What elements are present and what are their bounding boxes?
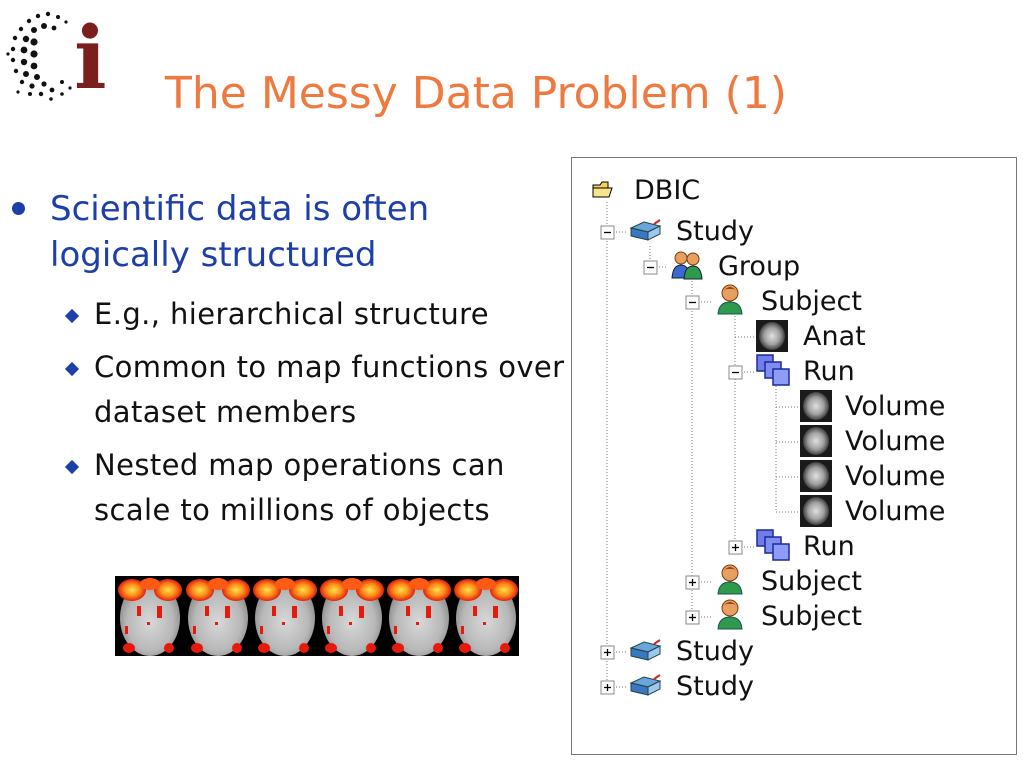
book-icon — [630, 639, 661, 661]
slide-title: The Messy Data Problem (1) — [165, 68, 787, 119]
person-icon — [717, 564, 743, 595]
bullet-main: Scientific data is often logically struc… — [10, 186, 570, 278]
tree-node-group[interactable]: Group — [718, 251, 801, 282]
expand-icon[interactable] — [728, 540, 743, 555]
tree-node-volume[interactable]: Volume — [845, 426, 946, 457]
bullet-list: Scientific data is often logically struc… — [10, 186, 570, 533]
brain-scan-strip-icon — [118, 578, 518, 656]
diamond-bullet-icon — [64, 361, 80, 377]
sub-bullet: Common to map functions over dataset mem… — [10, 345, 570, 435]
brain-scan-icon — [800, 425, 832, 457]
tree-node-study[interactable]: Study — [676, 636, 754, 667]
folder-icon — [592, 181, 613, 198]
brain-scan-icon — [800, 495, 832, 527]
sub-bullet-text: E.g., hierarchical structure — [94, 297, 490, 331]
tree-node-subject[interactable]: Subject — [761, 286, 862, 317]
tree-node-anat[interactable]: Anat — [803, 321, 866, 352]
tree-node-study[interactable]: Study — [676, 671, 754, 702]
tree-node-subject[interactable]: Subject — [761, 566, 862, 597]
institute-logo: i — [4, 4, 122, 104]
person-icon — [717, 284, 743, 315]
person-icon — [717, 599, 743, 630]
sub-bullet-text: Common to map functions over dataset mem… — [94, 350, 565, 429]
bullet-main-text: Scientific data is often logically struc… — [50, 189, 430, 275]
diamond-bullet-icon — [64, 459, 80, 475]
tree-node-study[interactable]: Study — [676, 216, 754, 247]
sub-bullet: Nested map operations can scale to milli… — [10, 443, 570, 533]
tree-node-volume[interactable]: Volume — [845, 496, 946, 527]
stack-icon — [756, 529, 790, 561]
expand-icon[interactable] — [600, 680, 615, 695]
sub-bullet: E.g., hierarchical structure — [10, 292, 570, 337]
expand-icon[interactable] — [685, 575, 700, 590]
diamond-bullet-icon — [64, 308, 80, 324]
brain-scan-icon — [800, 390, 832, 422]
bullet-dot-icon — [12, 202, 25, 215]
tree-connectors — [592, 181, 832, 696]
expand-icon[interactable] — [685, 610, 700, 625]
logo-letter: i — [74, 8, 107, 109]
collapse-icon[interactable] — [728, 365, 743, 380]
brain-scan-icon — [756, 320, 788, 352]
book-icon — [630, 219, 661, 241]
tree-node-run[interactable]: Run — [803, 531, 855, 562]
tree-node-subject[interactable]: Subject — [761, 601, 862, 632]
collapse-icon[interactable] — [685, 295, 700, 310]
dots-logo-icon — [6, 11, 72, 101]
stack-icon — [756, 354, 790, 386]
collapse-icon[interactable] — [600, 225, 615, 240]
brain-scan-icon — [800, 460, 832, 492]
tree-node-volume[interactable]: Volume — [845, 391, 946, 422]
book-icon — [630, 674, 661, 696]
sub-bullet-text: Nested map operations can scale to milli… — [94, 448, 505, 527]
tree-node-run[interactable]: Run — [803, 356, 855, 387]
tree-node-dbic[interactable]: DBIC — [634, 175, 701, 206]
expand-icon[interactable] — [600, 645, 615, 660]
collapse-icon[interactable] — [643, 260, 658, 275]
group-icon — [671, 251, 703, 280]
brain-activation-images — [115, 576, 519, 656]
tree-node-volume[interactable]: Volume — [845, 461, 946, 492]
hierarchy-tree-panel: DBIC Study Group Subject Anat Run Volume… — [571, 157, 1017, 755]
